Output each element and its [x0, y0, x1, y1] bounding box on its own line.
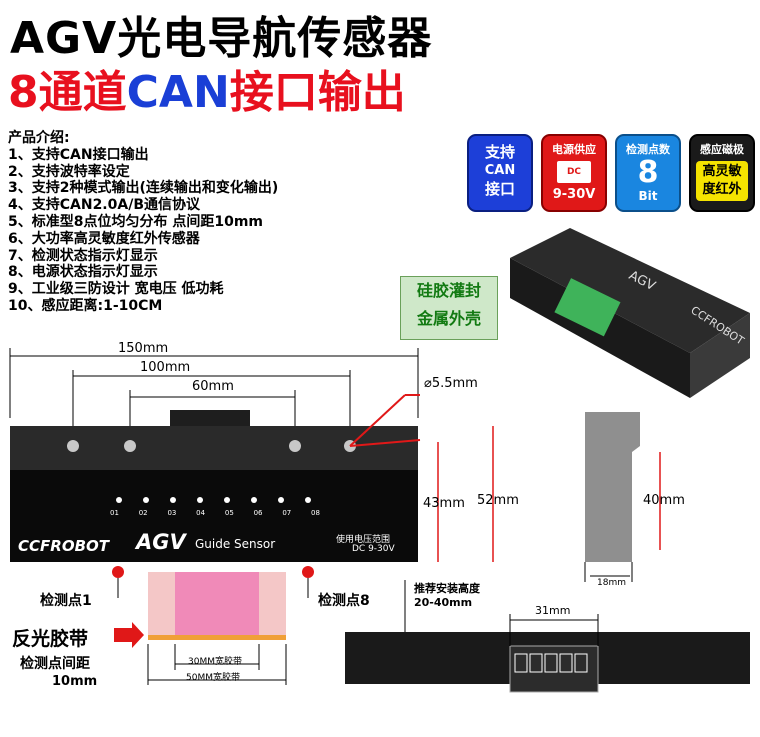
subtitle-rest: 接口输出	[229, 67, 406, 118]
reflective-tape	[148, 635, 286, 640]
point1-marker	[112, 566, 124, 578]
feature-heading: 产品介绍:	[8, 130, 70, 146]
subtitle-can: CAN	[126, 67, 230, 118]
photo-top-face	[510, 228, 750, 353]
sensor-voltage-label: 使用电压范围	[336, 535, 391, 545]
feature-item: 3、支持2种模式输出(连续输出和变化输出)	[8, 180, 279, 197]
channel-label: 08	[311, 509, 320, 517]
badge-power-value: 9-30V	[552, 187, 596, 202]
sensor-voltage-value: DC 9-30V	[352, 544, 395, 554]
channel-label: 07	[282, 509, 292, 517]
badge-can: 支持 CAN 接口	[467, 134, 533, 212]
point8-marker	[302, 566, 314, 578]
dim-100: 100mm	[140, 360, 191, 375]
dim-60: 60mm	[192, 379, 234, 394]
badge-sense: 感应磁极 高灵敏 度红外	[689, 134, 755, 212]
dim-40: 40mm	[643, 493, 685, 508]
housing-front	[10, 470, 418, 562]
screw-icon	[289, 440, 301, 452]
label-spacing-line2: 10mm	[52, 674, 98, 689]
channel-label: 04	[196, 509, 206, 517]
feature-item: 8、电源状态指示灯显示	[8, 264, 158, 281]
channel-label: 02	[138, 509, 148, 517]
feature-list: 产品介绍: 1、支持CAN接口输出 2、支持波特率设定 3、支持2种模式输出(连…	[8, 130, 278, 315]
bottom-connector	[509, 645, 599, 693]
badge-can-line3: 接口	[484, 180, 515, 198]
badge-sense-title: 感应磁极	[700, 143, 744, 156]
dim-150: 150mm	[118, 341, 169, 356]
label-point1: 检测点1	[40, 593, 92, 609]
feature-item: 7、检测状态指示灯显示	[8, 247, 158, 264]
badge-points: 检测点数 8 Bit	[615, 134, 681, 212]
photo-terminal-block	[554, 278, 621, 337]
dim-hole: ⌀5.5mm	[424, 376, 478, 391]
dim-tape50: 50MM宽胶带	[186, 673, 240, 683]
channel-label: 01	[110, 509, 119, 517]
badge-can-line2: CAN	[484, 163, 516, 178]
badge-points-unit: Bit	[638, 189, 658, 203]
sensor-guide: Guide Sensor	[195, 537, 276, 551]
side-view	[585, 412, 640, 562]
product-photo: AGV CCFROBOT	[510, 228, 750, 398]
channel-label: 06	[253, 509, 263, 517]
sensor-brand: CCFROBOT	[18, 537, 109, 555]
page-title: AGV光电导航传感器	[10, 13, 433, 64]
dim-18: 18mm	[597, 578, 626, 588]
sensor-agv: AGV	[136, 530, 186, 554]
badge-points-title: 检测点数	[626, 143, 670, 156]
install-height: 推荐安装高度 20-40mm	[414, 582, 480, 610]
feature-item: 10、感应距离:1-10CM	[8, 297, 163, 314]
screw-icon	[124, 440, 136, 452]
dim-hole-value: 5.5mm	[431, 376, 478, 391]
dim-31: 31mm	[535, 604, 571, 617]
label-point8: 检测点8	[318, 593, 370, 609]
label-tape: 反光胶带	[12, 628, 89, 650]
dim-52: 52mm	[477, 493, 519, 508]
badge-power-title: 电源供应	[552, 143, 596, 156]
seal-line2: 金属外壳	[416, 309, 481, 328]
badge-can-line1: 支持	[484, 143, 515, 161]
channel-labels: 01 02 03 04 05 06 07 08	[110, 509, 320, 517]
screw-icon	[67, 440, 79, 452]
feature-item: 4、支持CAN2.0A/B通信协议	[8, 197, 200, 214]
page-subtitle: 8通道CAN接口输出	[8, 56, 406, 120]
badge-sense-line1: 高灵敏	[702, 164, 742, 179]
feature-item: 5、标准型8点位均匀分布 点间距10mm	[8, 213, 264, 230]
feature-item: 2、支持波特率设定	[8, 163, 130, 180]
badge-sense-line2: 度红外	[702, 182, 742, 197]
front-view-drawing	[9, 348, 750, 693]
seal-line1: 硅胶灌封	[416, 281, 481, 300]
arrow-right-icon	[114, 622, 144, 648]
dim-tape30: 30MM宽胶带	[188, 657, 242, 667]
badge-sense-box: 高灵敏 度红外	[696, 161, 748, 201]
channel-label: 03	[167, 509, 177, 517]
install-height-line1: 推荐安装高度	[414, 582, 480, 595]
battery-icon: DC	[557, 161, 591, 183]
badge-points-value: 8	[637, 155, 659, 190]
feature-item: 9、工业级三防设计 宽电压 低功耗	[8, 281, 224, 298]
dim-43: 43mm	[423, 496, 465, 511]
subtitle-channels: 8通道	[8, 67, 127, 118]
seal-box: 硅胶灌封 金属外壳	[400, 276, 498, 340]
label-spacing-line1: 检测点间距	[20, 656, 90, 672]
battery-dc-label: DC	[566, 167, 582, 177]
beam-area-inner	[175, 572, 259, 638]
photo-side-face	[690, 313, 750, 398]
feature-item: 6、大功率高灵敏度红外传感器	[8, 230, 200, 247]
channel-label: 05	[224, 509, 234, 517]
feature-item: 1、支持CAN接口输出	[8, 146, 149, 163]
badge-power: 电源供应 DC 9-30V	[541, 134, 607, 212]
install-height-line2: 20-40mm	[414, 596, 473, 609]
